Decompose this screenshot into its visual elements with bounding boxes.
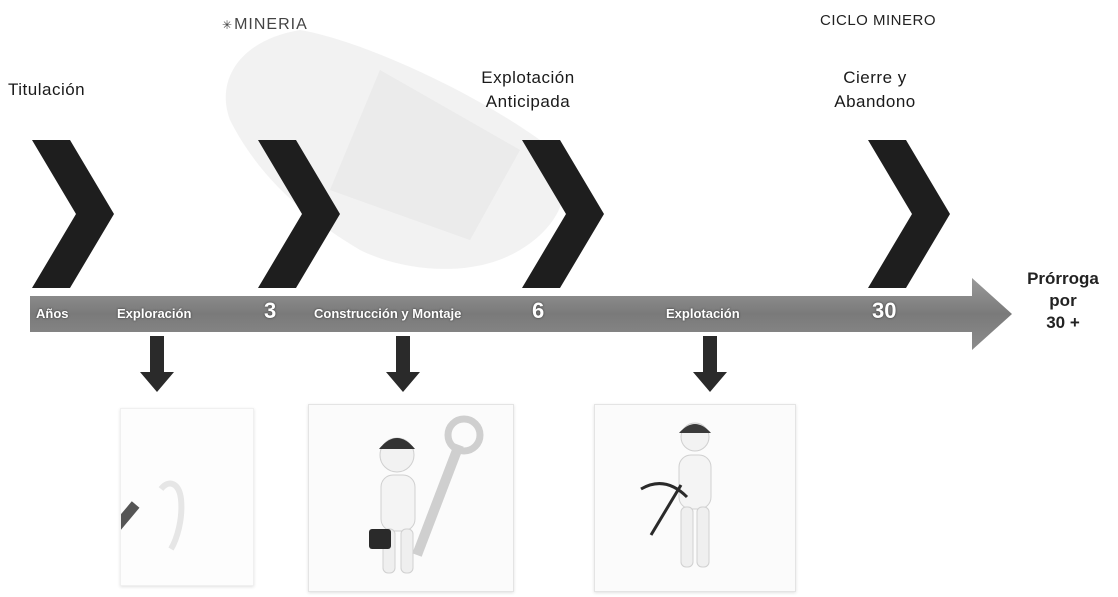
timeline-explotacion: Explotación [666,306,740,321]
prorroga-line3: 30 + [1046,313,1080,332]
down-arrow-2 [386,336,420,392]
logo: ✳MINERIA [222,16,308,34]
chevron-3 [522,140,604,288]
mining-card [594,404,796,592]
timeline-construccion: Construcción y Montaje [314,306,462,321]
timeline-bar [30,278,1012,350]
stage-explotacion-line2: Anticipada [485,92,571,111]
stage-cierre-line2: Abandono [834,92,916,111]
timeline-year-6: 6 [532,298,545,323]
chevrons [32,140,950,288]
down-arrows [140,336,727,392]
chevron-1 [32,140,114,288]
timeline-year-30: 30 [872,298,897,323]
miner-figure [640,422,712,568]
construction-worker-figure [369,415,484,574]
down-arrow-3 [693,336,727,392]
spark-icon: ✳ [222,18,234,32]
prorroga-label: Prórroga por 30 + [1008,268,1118,334]
exploration-figure [112,480,185,551]
down-arrow-1 [140,336,174,392]
timeline-anos: Años [36,306,69,321]
stage-explotacion-anticipada: Explotación Anticipada [448,66,608,114]
stage-titulacion: Titulación [8,80,86,99]
timeline-exploracion: Exploración [117,306,192,321]
timeline-year-3: 3 [264,298,277,323]
exploration-card [112,408,254,586]
construction-card [308,404,514,592]
stage-explotacion-line1: Explotación [481,68,575,87]
stage-cierre-line1: Cierre y [843,68,907,87]
chevron-4 [868,140,950,288]
chevron-2 [258,140,340,288]
prorroga-line2: por [1049,291,1077,310]
cycle-title: CICLO MINERO [820,12,937,29]
stage-cierre-abandono: Cierre y Abandono [800,66,950,114]
prorroga-line1: Prórroga [1027,269,1099,288]
logo-text: MINERIA [234,16,308,33]
